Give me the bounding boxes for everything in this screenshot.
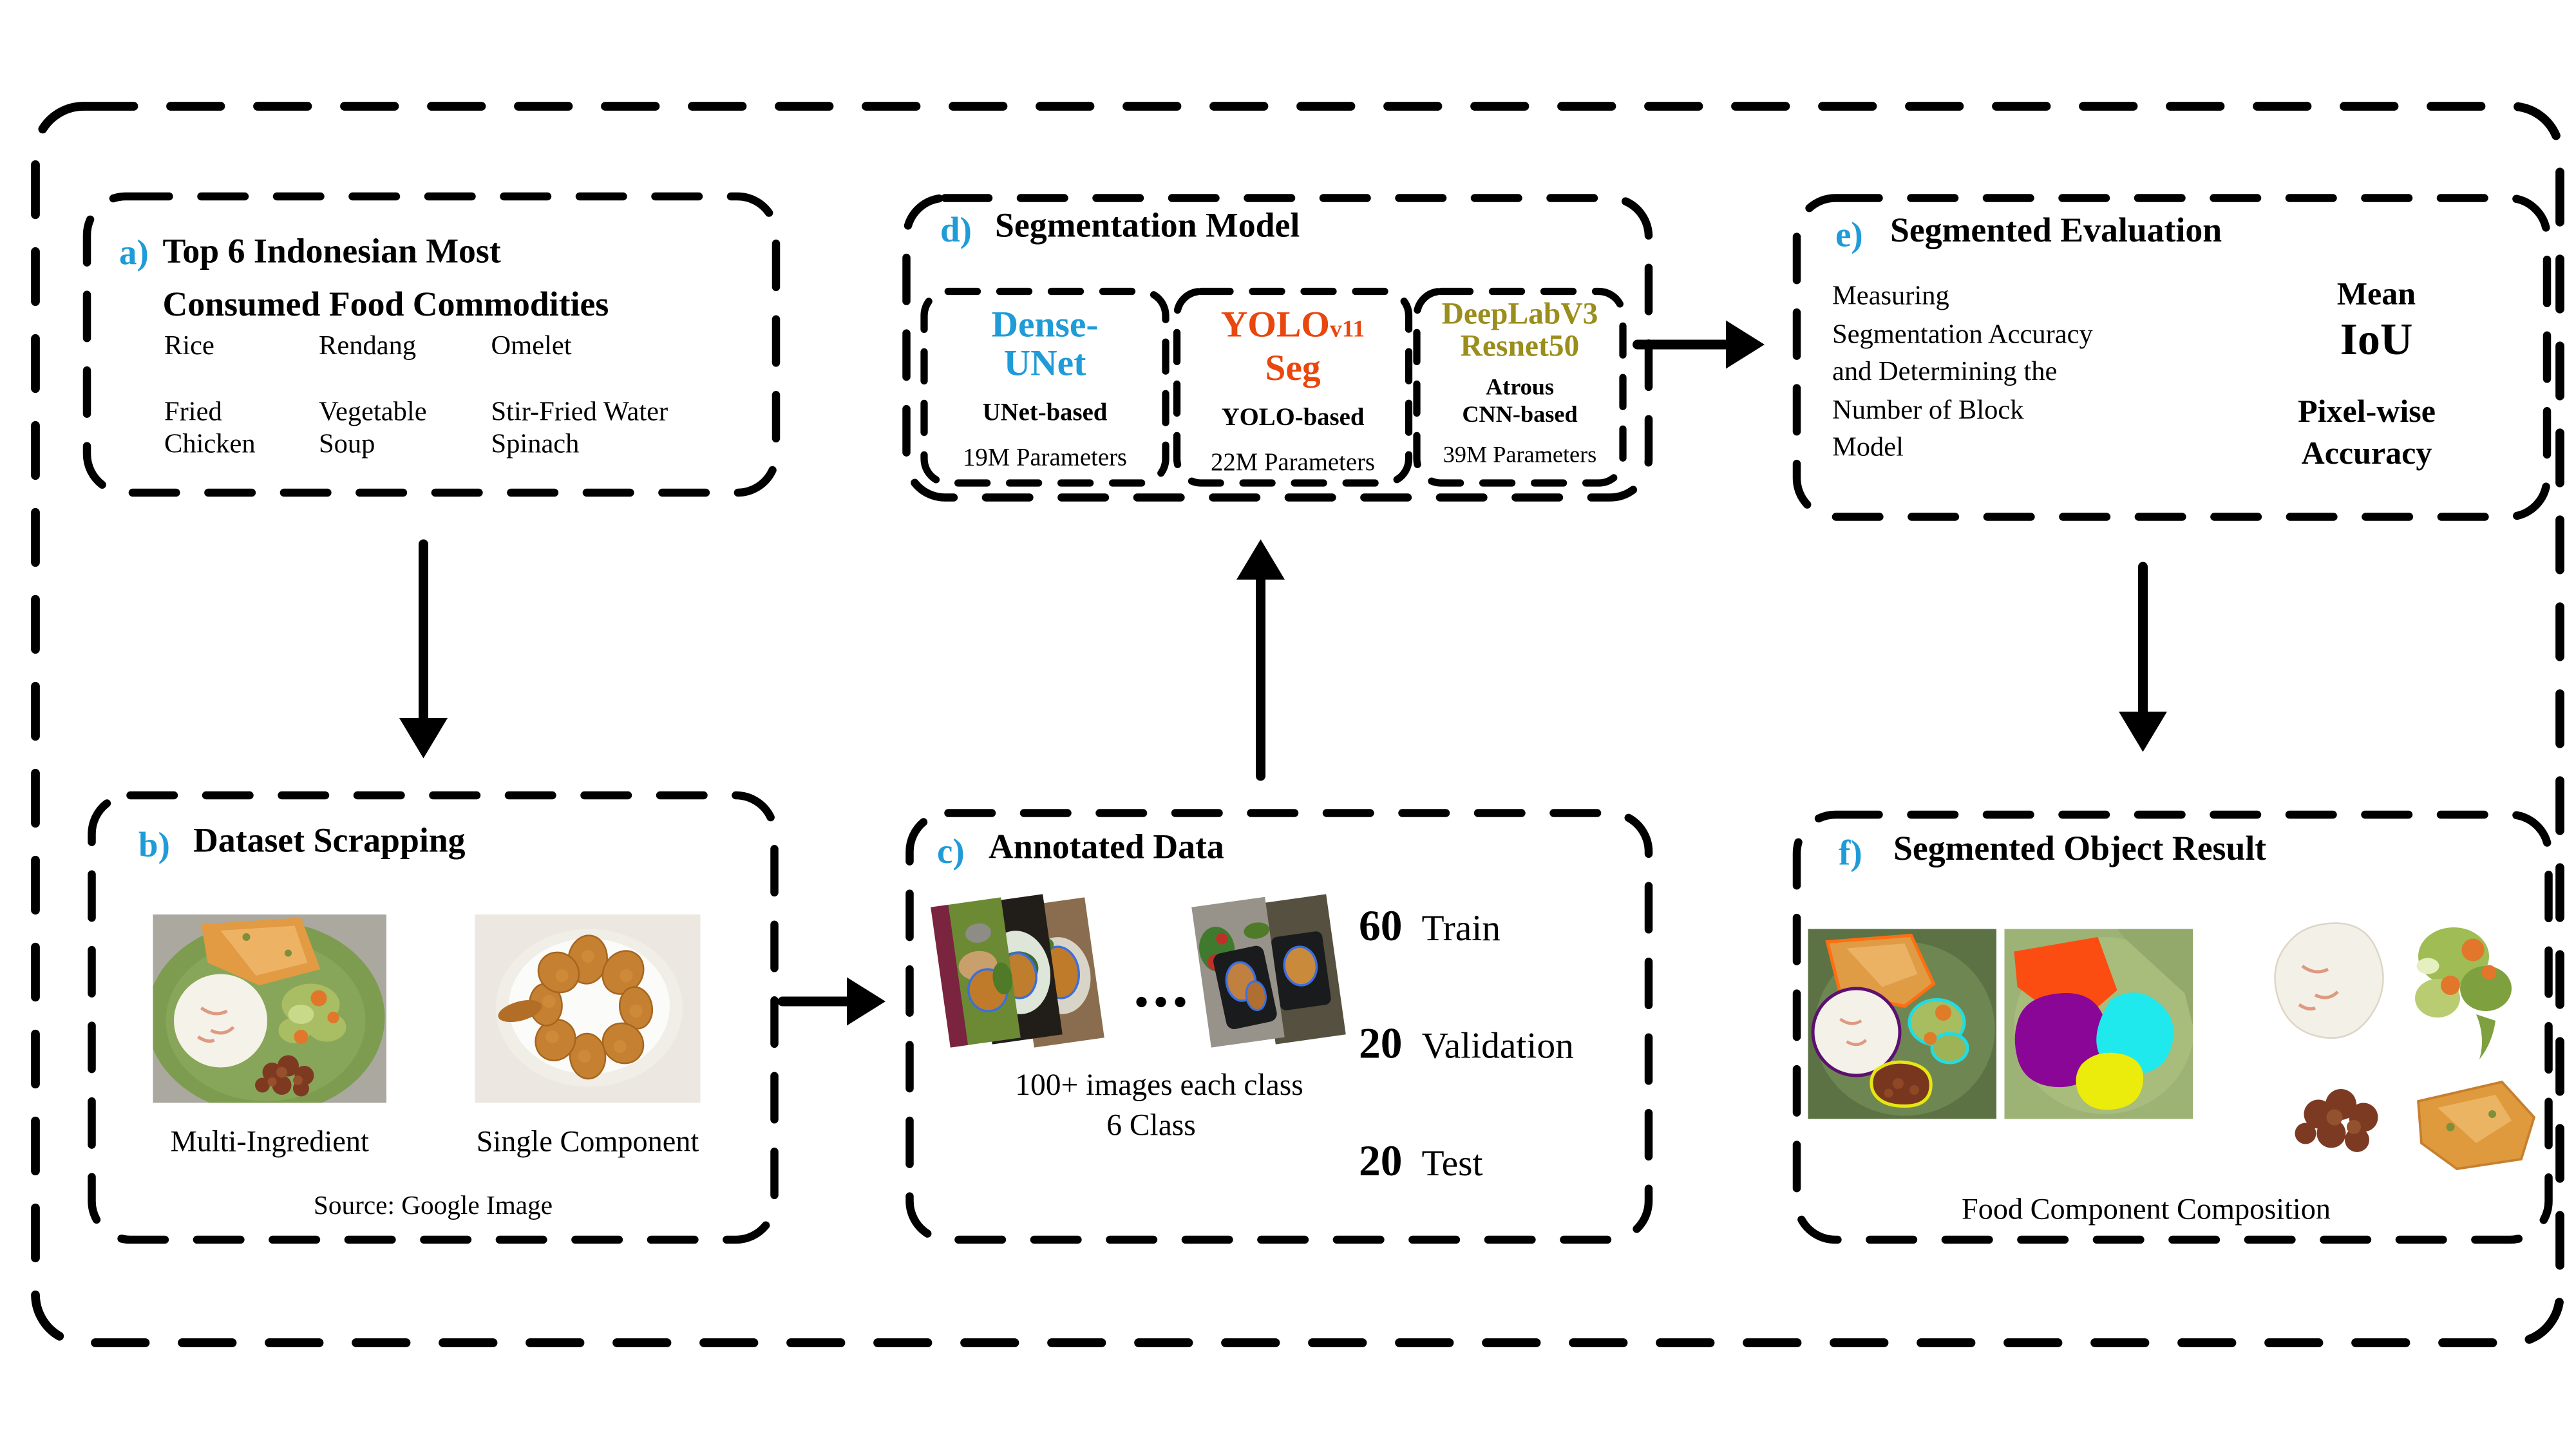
multi-ingredient-photo	[153, 914, 386, 1103]
model-deeplab: DeepLabV3 Resnet50 Atrous CNN-based 39M …	[1417, 299, 1623, 470]
commodity-list: Rice Rendang Omelet Fried Chicken Vegeta…	[164, 330, 717, 461]
photo-caption-single-component: Single Component	[476, 1127, 699, 1159]
single-component-photo	[475, 914, 701, 1103]
segmentation-mask-image	[2004, 929, 2193, 1119]
box-e-title: Segmented Evaluation	[1890, 211, 2222, 250]
split-validation-row: 20 Validation	[1359, 1019, 1574, 1070]
deeplab-name-line1: DeepLabV3	[1441, 298, 1598, 332]
annotated-image-stack-left	[931, 894, 1104, 1048]
validation-count: 20	[1359, 1019, 1403, 1068]
dense-unet-params: 19M Parameters	[962, 444, 1127, 472]
commodity-item: Rendang	[319, 330, 417, 361]
validation-label: Validation	[1421, 1025, 1574, 1066]
box-a-label: a)	[119, 232, 149, 272]
box-b-label: b)	[138, 824, 170, 865]
commodity-item: Vegetable Soup	[319, 396, 427, 459]
split-train-row: 60 Train	[1359, 902, 1501, 952]
box-b-title: Dataset Scrapping	[193, 821, 466, 860]
yolo-name-line2: Seg	[1265, 348, 1321, 388]
dense-unet-base: UNet-based	[982, 399, 1108, 427]
evaluation-desc-line: Model	[1832, 431, 1904, 463]
dense-unet-name-line2: UNet	[1003, 343, 1086, 383]
segmented-outline-photo	[1808, 929, 1996, 1119]
evaluation-desc-line: Segmentation Accuracy	[1832, 317, 2093, 349]
model-dense-unet: Dense- UNet UNet-based 19M Parameters	[924, 304, 1166, 473]
train-label: Train	[1421, 908, 1501, 949]
box-c-label: c)	[937, 831, 965, 871]
metric-accuracy: Accuracy	[2301, 436, 2432, 472]
photo-caption-multi-ingredient: Multi-Ingredient	[170, 1127, 369, 1159]
box-d-title: Segmentation Model	[995, 206, 1300, 245]
cutout-vegetables	[2415, 927, 2512, 1059]
cutout-rendang	[2295, 1089, 2378, 1152]
yolo-name-line1: YOLOv11	[1220, 304, 1365, 345]
arrow-e-to-f-icon	[2119, 562, 2167, 752]
evaluation-description: Measuring Segmentation Accuracy and Dete…	[1832, 277, 2093, 467]
yolo-params: 22M Parameters	[1210, 449, 1375, 477]
arrow-a-to-b-icon	[399, 539, 448, 759]
commodity-item: Fried Chicken	[164, 396, 256, 459]
metric-pixel-wise: Pixel-wise	[2298, 394, 2436, 430]
box-e-label: e)	[1835, 214, 1863, 255]
deeplab-base-line1: Atrous	[1485, 375, 1555, 401]
box-c-title: Annotated Data	[989, 828, 1224, 866]
arrow-c-to-d-icon	[1236, 539, 1285, 781]
box-a-title-line1: Top 6 Indonesian Most	[162, 232, 501, 270]
deeplab-name-line2: Resnet50	[1460, 330, 1580, 364]
composition-caption: Food Component Composition	[1961, 1195, 2331, 1227]
food-component-cutouts	[2274, 922, 2536, 1170]
commodity-item: Stir-Fried Water Spinach	[491, 396, 668, 459]
dataset-source-note: Source: Google Image	[313, 1189, 553, 1221]
yolo-base: YOLO-based	[1221, 404, 1365, 432]
cutout-omelet	[2417, 1080, 2536, 1170]
commodity-item: Rice	[164, 330, 214, 361]
evaluation-desc-line: and Determining the	[1832, 355, 2058, 387]
deeplab-params: 39M Parameters	[1443, 442, 1597, 469]
arrow-d-to-e-icon	[1633, 320, 1765, 369]
arrow-b-to-c-icon	[777, 977, 886, 1026]
dense-unet-name-line1: Dense-	[991, 304, 1099, 345]
model-yolo-seg: YOLOv11 Seg YOLO-based 22M Parameters	[1177, 304, 1409, 478]
box-a-title-line2: Consumed Food Commodities	[162, 285, 609, 324]
metric-mean: Mean	[2336, 277, 2416, 312]
mask-rendang-region	[2076, 1052, 2144, 1110]
mask-omelet-region	[2014, 937, 2117, 1013]
train-count: 60	[1359, 902, 1403, 950]
annotated-image-stack-right	[1191, 894, 1346, 1048]
split-test-row: 20 Test	[1359, 1137, 1483, 1187]
box-f-title: Segmented Object Result	[1893, 829, 2267, 868]
deeplab-base-line2: CNN-based	[1462, 402, 1578, 428]
box-d-label: d)	[940, 209, 972, 250]
test-label: Test	[1421, 1143, 1483, 1184]
commodity-item: Omelet	[491, 330, 572, 361]
evaluation-desc-line: Measuring	[1832, 280, 1949, 311]
box-f-label: f)	[1839, 832, 1862, 873]
class-count-note: 6 Class	[1106, 1109, 1196, 1144]
metric-iou: IoU	[2340, 316, 2413, 366]
stack-ellipsis: ...	[1133, 948, 1191, 1021]
images-per-class-note: 100+ images each class	[1015, 1069, 1303, 1103]
evaluation-desc-line: Number of Block	[1832, 393, 2024, 425]
test-count: 20	[1359, 1137, 1403, 1185]
cutout-rice	[2274, 922, 2384, 1039]
